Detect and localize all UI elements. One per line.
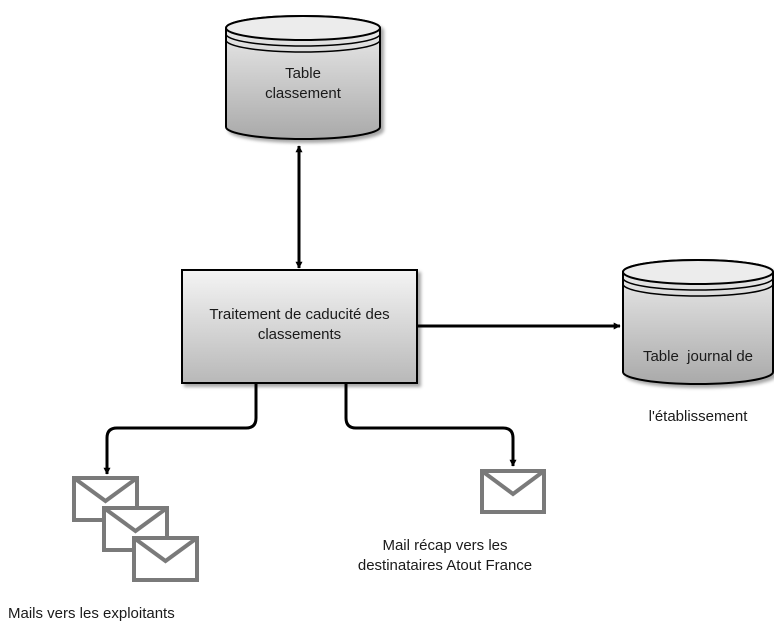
process-box: [181, 269, 418, 384]
process-label: Traitement de caducité des classements: [182, 305, 417, 345]
connector-to-exploitants: [103, 384, 258, 475]
label-line: Mail récap vers les: [382, 537, 508, 554]
label-line: classements: [257, 326, 342, 343]
mail-exploitants-label: Mails vers les exploitants: [8, 604, 175, 624]
mail-recap-label: Mail récap vers les destinataires Atout …: [330, 536, 560, 576]
envelope-icon: [480, 469, 546, 514]
label-line: l'établissement: [648, 408, 748, 425]
label-line: Table: [285, 65, 321, 82]
connector-to-recap: [344, 384, 517, 467]
table-classement-label: Table classement: [226, 64, 380, 104]
label-line: classement: [265, 85, 341, 102]
envelope-icon: [132, 536, 199, 582]
label-line: Mails vers les exploitants: [8, 605, 175, 622]
label-line: Table journal de: [642, 348, 754, 365]
database-icon: [622, 259, 774, 385]
label-line: destinataires Atout France: [357, 557, 533, 574]
table-journal-label: Table journal de l'établissement: [623, 307, 773, 447]
label-line: Traitement de caducité des: [209, 306, 390, 323]
database-icon: [225, 15, 381, 140]
